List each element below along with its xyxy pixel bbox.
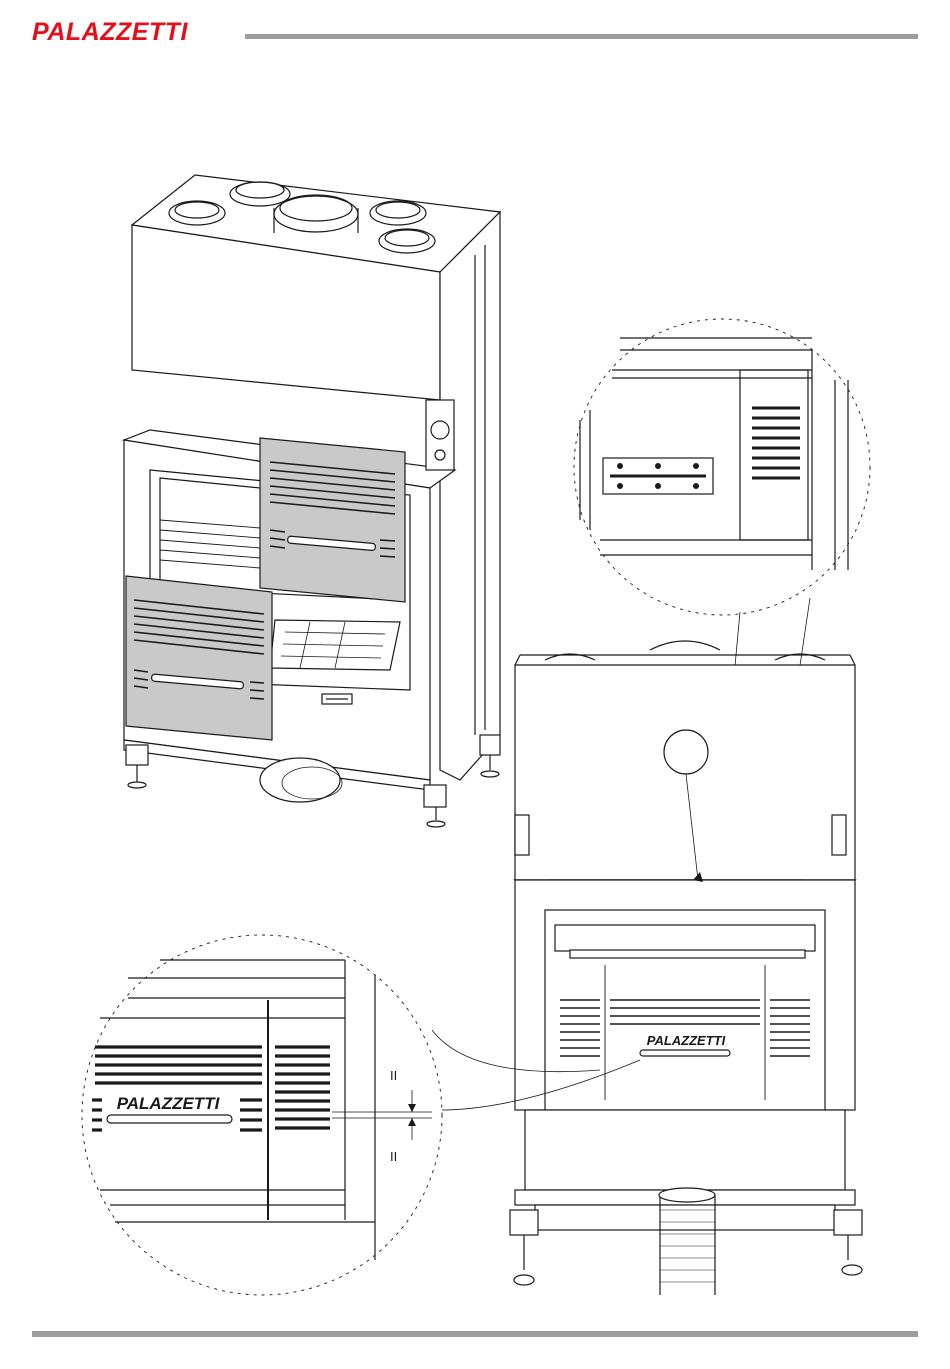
footer-rule (32, 1331, 918, 1337)
detail-grille-brand: PALAZZETTI (117, 1094, 221, 1113)
detail-circle-bottom: PALAZZETTI II II (82, 935, 442, 1295)
front-grille-brand: PALAZZETTI (647, 1033, 726, 1048)
dimension-label-bottom: II (390, 1149, 397, 1164)
grille-panel-lower (126, 576, 272, 740)
fireplace-front-view: PALAZZETTI (510, 641, 862, 1295)
grille-panel-upper (260, 438, 405, 602)
dimension-label-top: II (390, 1068, 397, 1083)
reference-circle (664, 730, 708, 774)
detail-circle-top (574, 319, 870, 615)
